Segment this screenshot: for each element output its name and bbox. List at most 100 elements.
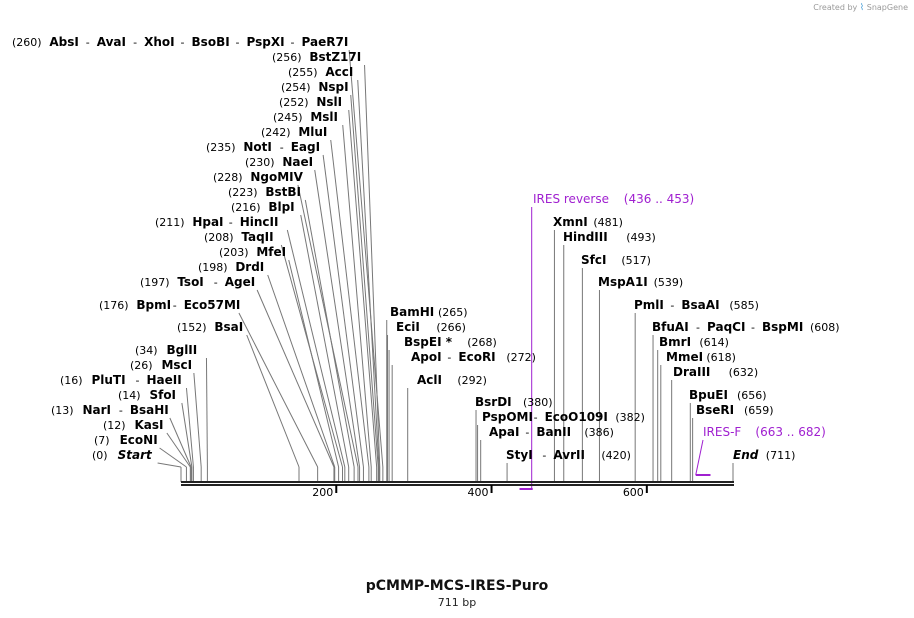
site-label-apai[interactable]: ApaI-BanII(386) — [489, 425, 614, 439]
feature-ires-f[interactable]: IRES-F(663 .. 682) — [695, 425, 826, 476]
site-label-bmri[interactable]: BmrI(614) — [659, 335, 729, 349]
site-label-sfci[interactable]: SfcI(517) — [581, 253, 651, 267]
leader-line — [314, 169, 361, 468]
site-label-msci[interactable]: (26) MscI — [130, 358, 192, 372]
site-label-drdi[interactable]: (198)DrdI — [198, 260, 264, 274]
enzyme-name: StyI — [506, 448, 533, 462]
enzyme-name: MslI — [310, 110, 338, 124]
site-label-bfuai[interactable]: BfuAI-PaqCI-BspMI(608) — [652, 320, 840, 334]
enzyme-name: AvrII — [553, 448, 585, 462]
site-separator: - — [236, 36, 240, 49]
leader-line — [330, 139, 370, 468]
site-separator: - — [86, 36, 90, 49]
site-label-hpai[interactable]: (211)HpaI-HincII — [155, 215, 278, 229]
site-label-sfoi[interactable]: (14)SfoI — [118, 388, 176, 402]
enzyme-name: MscI — [161, 358, 192, 372]
enzyme-name: PspOMI — [482, 410, 533, 424]
leader-line — [238, 312, 319, 468]
enzyme-name: AbsI — [49, 35, 78, 49]
site-label-mspa1i[interactable]: MspA1I(539) — [598, 275, 683, 289]
site-label-kasi[interactable]: (12)KasI — [103, 418, 163, 432]
enzyme-name: BsaHI — [130, 403, 169, 417]
site-label-bsrdi[interactable]: BsrDI(380) — [475, 395, 553, 409]
enzyme-name: HindIII — [563, 230, 608, 244]
site-label-styi[interactable]: StyI-AvrII(420) — [506, 448, 631, 462]
feature-name: IRES reverse — [533, 192, 609, 206]
site-label-bpuei[interactable]: BpuEI(656) — [689, 388, 767, 402]
site-label-mfei[interactable]: (203)MfeI — [219, 245, 286, 259]
site-position: (16) — [60, 374, 83, 387]
site-label-draiii[interactable]: DraIII(632) — [673, 365, 758, 379]
site-label-bstbi[interactable]: (223)BstBI — [228, 185, 301, 199]
enzyme-name: DrdI — [235, 260, 264, 274]
enzyme-name: MmeI — [666, 350, 703, 364]
site-separator: - — [447, 351, 451, 364]
site-label-bglii[interactable]: (34)BglII — [135, 343, 197, 357]
site-label-nari[interactable]: (13)NarI-BsaHI — [51, 403, 169, 417]
site-label-acci[interactable]: (255)AccI — [288, 65, 353, 79]
enzyme-name: BspMI — [762, 320, 803, 334]
site-separator: - — [119, 404, 123, 417]
site-position: (254) — [281, 81, 311, 94]
site-label-mmei[interactable]: MmeI(618) — [666, 350, 736, 364]
site-label-econi[interactable]: (7)EcoNI — [94, 433, 158, 447]
site-label-xmni[interactable]: XmnI(481) — [553, 215, 623, 229]
site-label-start[interactable]: (0)Start — [92, 448, 153, 462]
enzyme-name: AclI — [417, 373, 442, 387]
site-label-pspomi[interactable]: PspOMI-EcoO109I(382) — [482, 410, 645, 424]
leader-line — [348, 109, 378, 468]
site-label-noti[interactable]: (235)NotI-EagI — [206, 140, 320, 154]
site-separator: - — [751, 321, 755, 334]
site-position: (26) — [130, 359, 153, 372]
site-label-nsli[interactable]: (252)NslI — [279, 95, 342, 109]
feature-ires-reverse[interactable]: IRES reverse(436 .. 453) — [519, 192, 694, 490]
enzyme-name: EcoO109I — [545, 410, 608, 424]
site-label-msli[interactable]: (245) MslI — [273, 110, 338, 124]
site-labels: (260)AbsI-AvaI-XhoI-BsoBI-PspXI-PaeR7I(2… — [12, 35, 840, 462]
site-position: (380) — [523, 396, 553, 409]
site-label-pmli[interactable]: PmlI-BsaAI(585) — [634, 298, 759, 312]
enzyme-name: BpuEI — [689, 388, 728, 402]
site-position: (245) — [273, 111, 303, 124]
map-title: pCMMP-MCS-IRES-Puro — [365, 578, 549, 594]
site-position: (211) — [155, 216, 185, 229]
site-label-bspei[interactable]: BspEI *(268) — [404, 335, 497, 349]
site-position: (242) — [261, 126, 291, 139]
axis-tick-label: 400 — [468, 486, 489, 499]
enzyme-name: NaeI — [282, 155, 313, 169]
site-label-hindiii[interactable]: HindIII(493) — [563, 230, 656, 244]
axis-tick-label: 600 — [623, 486, 644, 499]
enzyme-name: XmnI — [553, 215, 588, 229]
site-label-ngomiv[interactable]: (228)NgoMIV — [213, 170, 304, 184]
site-position: (203) — [219, 246, 249, 259]
enzyme-name: PaeR7I — [302, 35, 349, 49]
site-label-bstz17i[interactable]: (256)BstZ17I — [272, 50, 361, 64]
site-label-blpi[interactable]: (216)BlpI — [231, 200, 295, 214]
site-label-naei[interactable]: (230)NaeI — [245, 155, 313, 169]
site-label-ecii[interactable]: EciI(266) — [396, 320, 466, 334]
site-label-pluti[interactable]: (16)PluTI-HaeII — [60, 373, 182, 387]
leader-line — [357, 79, 380, 468]
enzyme-name: BspEI * — [404, 335, 453, 349]
site-label-mlui[interactable]: (242)MluI — [261, 125, 327, 139]
enzyme-name: Start — [118, 448, 153, 462]
site-label-apoi[interactable]: ApoI-EcoRI(272) — [411, 350, 536, 364]
site-position: (216) — [231, 201, 261, 214]
site-label-end[interactable]: End(711) — [733, 448, 795, 462]
site-label-taqii[interactable]: (208)TaqII — [204, 230, 274, 244]
site-label-bseri[interactable]: BseRI(659) — [696, 403, 774, 417]
leader-line — [304, 199, 355, 468]
site-label-bsai[interactable]: (152)BsaI — [177, 320, 243, 334]
site-position: (608) — [810, 321, 840, 334]
site-label-bpmi[interactable]: (176)BpmI-Eco57MI — [99, 298, 240, 312]
site-label-tsoi[interactable]: (197)TsoI-AgeI — [140, 275, 255, 289]
site-label-bamhi[interactable]: BamHI(265) — [390, 305, 468, 319]
site-label-acli[interactable]: AclI(292) — [417, 373, 487, 387]
enzyme-name: BmrI — [659, 335, 691, 349]
site-separator: - — [542, 449, 546, 462]
site-label-nspi[interactable]: (254)NspI — [281, 80, 349, 94]
enzyme-name: PmlI — [634, 298, 664, 312]
site-position: (659) — [744, 404, 774, 417]
site-label-absi[interactable]: (260)AbsI-AvaI-XhoI-BsoBI-PspXI-PaeR7I — [12, 35, 348, 49]
site-position: (197) — [140, 276, 170, 289]
